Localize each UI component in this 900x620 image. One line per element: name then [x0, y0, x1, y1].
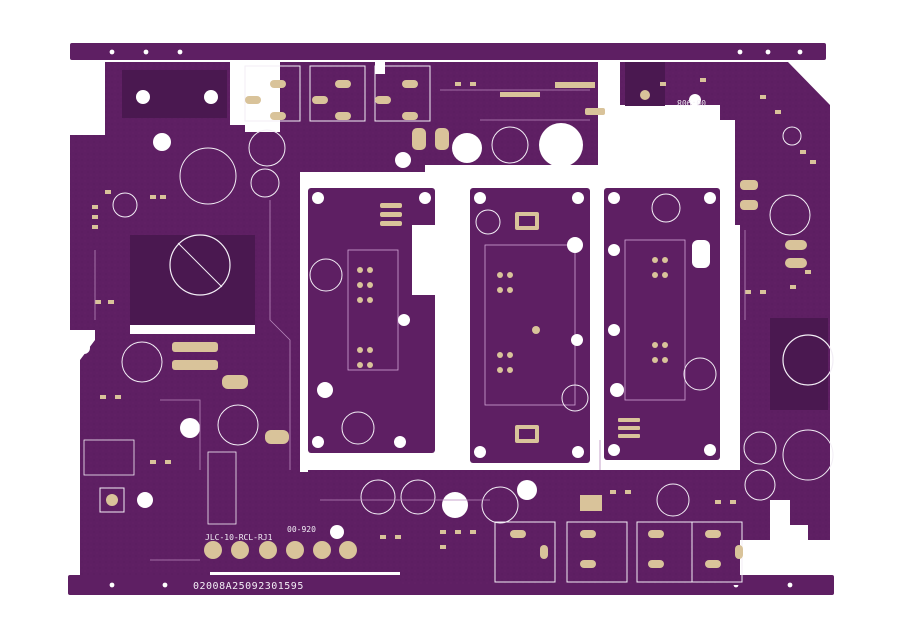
top-middle-holes	[248, 108, 605, 198]
top-rail	[70, 43, 826, 60]
trace-lines	[94, 89, 746, 561]
panel-code-text: 02008A25092301595	[193, 581, 304, 592]
daughter-board-1	[308, 188, 435, 453]
right-inductor-footprint	[743, 318, 834, 501]
daughter-board-2	[470, 188, 590, 463]
row-marking: JLC-10-RCL-RJ1	[205, 533, 273, 542]
left-middle-region	[78, 341, 289, 525]
left-notch	[70, 60, 105, 135]
rail-holes	[109, 49, 803, 588]
bottom-left-pad-row	[204, 541, 357, 559]
bottom-middle-region	[360, 479, 796, 552]
bottom-connector-pads	[494, 521, 743, 583]
main-board-outline	[70, 62, 830, 585]
daughter-board-3	[604, 188, 720, 460]
top-right-marking: 00-908	[677, 98, 706, 107]
top-right-region	[625, 62, 811, 268]
inductor-footprint	[130, 234, 255, 325]
bottom-marking: 00-920	[287, 525, 316, 534]
bottom-left-hole	[330, 525, 344, 539]
smd-pads	[92, 78, 816, 549]
top-left-region	[86, 70, 237, 218]
top-notch	[598, 62, 620, 107]
top-connector-pads	[244, 60, 431, 122]
center-cutout-left	[300, 172, 308, 472]
